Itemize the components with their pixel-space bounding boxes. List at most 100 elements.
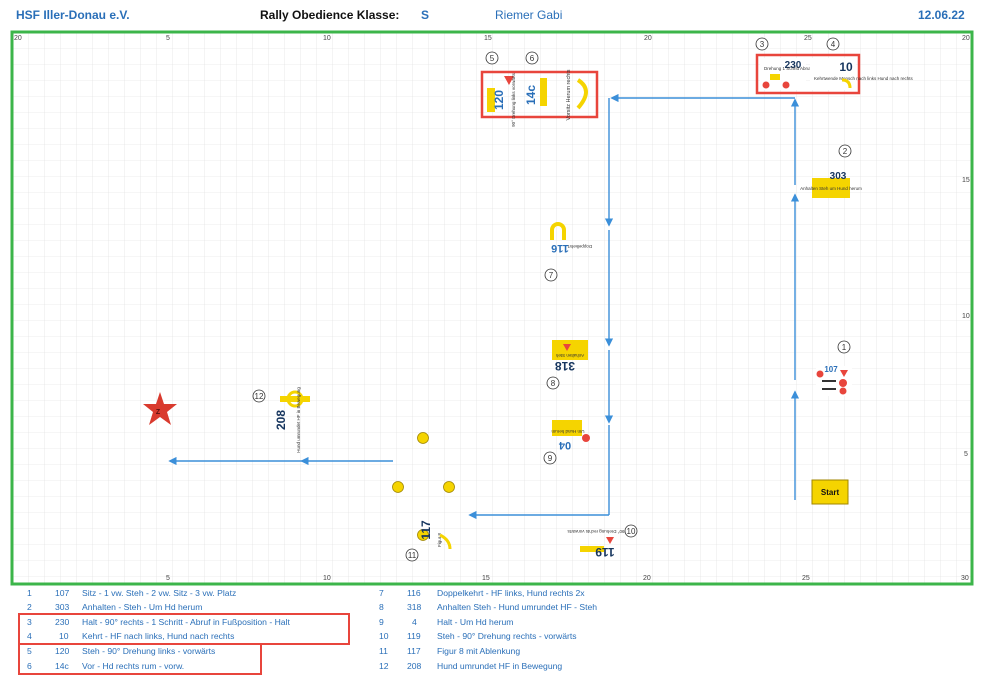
- svg-text:Z: Z: [156, 409, 161, 416]
- station-number: 3: [760, 40, 765, 49]
- arrow-icon: [540, 78, 547, 106]
- axis-bottom-label: 15: [482, 575, 490, 582]
- turn-arrow-icon: [439, 533, 452, 550]
- steh-icon: [504, 76, 514, 85]
- axis-labels: 20 5 10 15 20 25 20 5 10 15 20 25 30 15 …: [14, 35, 970, 582]
- axis-top-label: 20: [644, 35, 652, 42]
- arrow-icon: [580, 546, 604, 552]
- sign-text: Vorsitz Herum rechts: [566, 69, 572, 120]
- station-number: 10: [627, 527, 636, 536]
- svg-text:Start: Start: [821, 488, 840, 497]
- turn-arrow-icon: [576, 78, 588, 110]
- axis-bottom-label: 30: [961, 575, 969, 582]
- sitz-icon: [839, 379, 847, 387]
- arrow-icon: [770, 74, 780, 80]
- route: [168, 93, 800, 520]
- cone-icon: [392, 481, 404, 493]
- station-12: 12 208 Hund umrundet HF in Bewegung: [252, 387, 310, 453]
- axis-bottom-label: 10: [323, 575, 331, 582]
- cone-icon: [417, 432, 429, 444]
- station-4: 4 10 Kehrtwende Mensch nach links Hund n…: [810, 37, 914, 90]
- station-5: 5 120 90° Drehung links vorwärts: [485, 51, 516, 127]
- axis-top-label: 5: [166, 35, 170, 42]
- sign-number: 14c: [524, 85, 538, 105]
- axis-right-label: 5: [964, 451, 968, 458]
- sign-text: Um Hund herum: [551, 429, 584, 434]
- station-number: 1: [842, 343, 847, 352]
- sign-number: 318: [555, 359, 575, 373]
- station-number: 2: [843, 147, 848, 156]
- sign-text: Figur 8: [437, 533, 442, 548]
- halt-icon: [762, 81, 770, 89]
- turn-arrow-icon: [841, 78, 852, 89]
- axis-right-label: 15: [962, 177, 970, 184]
- axis-top-label: 10: [323, 35, 331, 42]
- sign-text: Kehrtwende Mensch nach links Hund nach r…: [814, 76, 914, 81]
- judge-name: Riemer Gabi: [495, 8, 563, 22]
- station-9: 9 04 Um Hund herum: [543, 420, 590, 465]
- field-border: [10, 30, 974, 586]
- axis-bottom-label: 25: [802, 575, 810, 582]
- halt-icon: [582, 434, 590, 442]
- station-2: 2 303 Anhalten Steh um Hund herum: [800, 144, 862, 198]
- station-6: 6 14c Vorsitz Herum rechts: [524, 51, 588, 121]
- sign-text: Anhalten Steh um Hund herum: [800, 186, 862, 191]
- sign-number: 116: [551, 242, 569, 254]
- axis-top-label: 25: [804, 35, 812, 42]
- station-number: 5: [490, 54, 495, 63]
- station-number: 9: [548, 454, 553, 463]
- start-sign: Start: [811, 479, 849, 505]
- sign-number: 107: [824, 365, 838, 374]
- station-10: 10 119 90° Drehung rechts vorwärts: [567, 524, 638, 559]
- sign-number: 208: [274, 410, 288, 430]
- station-7: 7 116 Doppelkehrt: [544, 222, 592, 282]
- station-3: 3 230 Drehung 1 Schritt Abruf: [755, 37, 812, 90]
- axis-top-label: 15: [484, 35, 492, 42]
- steh-icon: [606, 537, 614, 544]
- sign-number: 10: [839, 60, 853, 74]
- steh-icon: [840, 370, 848, 377]
- class-value: S: [421, 8, 430, 22]
- sitz-icon: [839, 387, 847, 395]
- station-1: 1 107: [816, 340, 852, 396]
- sign-text: 90° Drehung rechts vorwärts: [567, 529, 625, 534]
- highlight-box-stations-5-6: [480, 70, 599, 119]
- page-title: Rally Obedience Klasse:: [260, 8, 400, 22]
- sign-number: 303: [830, 171, 847, 182]
- halt-icon: [782, 81, 790, 89]
- club-name: HSF Iller-Donau e.V.: [16, 8, 130, 22]
- station-number: 12: [255, 392, 264, 401]
- sign-number: 117: [419, 520, 433, 540]
- axis-bottom-label: 5: [166, 575, 170, 582]
- station-11: 11 117 Figur 8: [392, 432, 455, 562]
- station-8: 8 318 Anhalten Steh: [546, 340, 588, 390]
- sign-text: Doppelkehrt: [567, 244, 592, 249]
- sign-number: 120: [492, 90, 506, 110]
- legend-highlight-5-6: [18, 643, 262, 675]
- sign-text: Anhalten Steh: [555, 353, 584, 358]
- date: 12.06.22: [918, 8, 965, 22]
- turn-arrow-icon: [550, 222, 566, 240]
- axis-top-label: 20: [962, 35, 970, 42]
- sign-text: Drehung 1 Schritt Abruf: [764, 66, 812, 71]
- station-number: 8: [551, 379, 556, 388]
- arrow-icon: [487, 88, 495, 112]
- cone-icon: [443, 481, 455, 493]
- legend-highlight-3-4: [18, 613, 350, 645]
- finish-star: Z: [143, 392, 177, 425]
- sign-number: 04: [558, 439, 571, 451]
- sign-number: 230: [785, 60, 802, 71]
- station-number: 7: [549, 271, 554, 280]
